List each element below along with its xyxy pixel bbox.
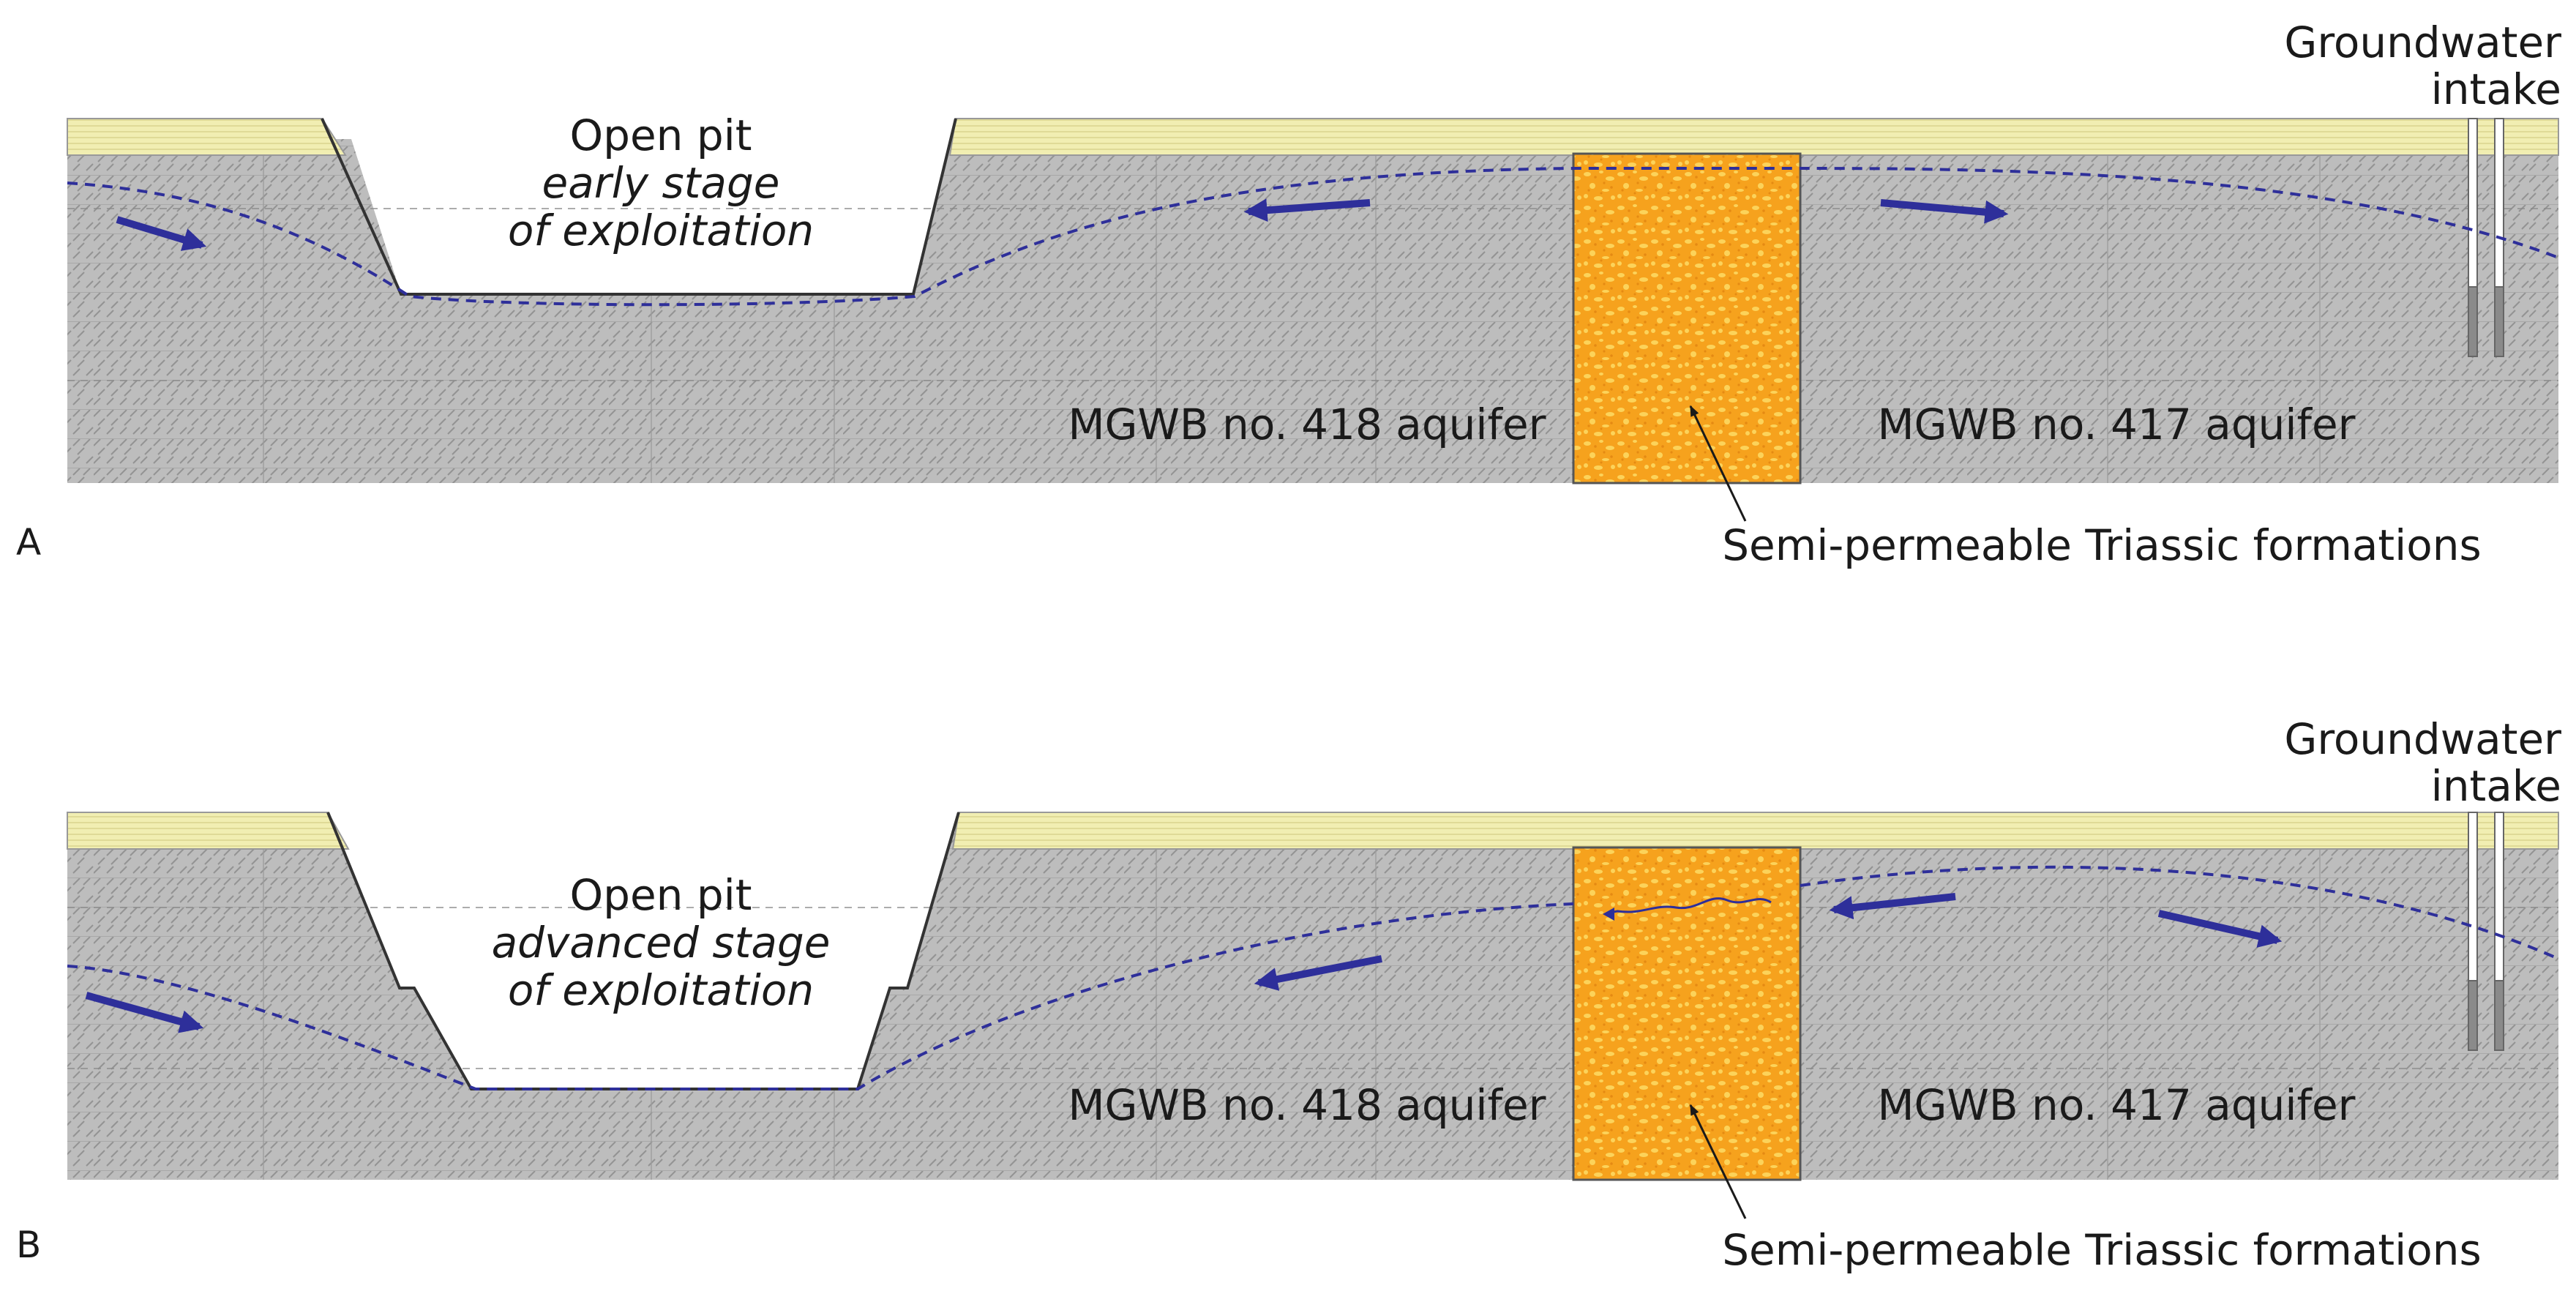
topsoil-layer — [948, 118, 2559, 156]
arrow-icon — [85, 992, 204, 1033]
arrow-icon — [1603, 908, 1614, 921]
rock-formation — [67, 833, 2558, 1180]
pit-stage-line2: of exploitation — [508, 965, 814, 1015]
triassic-formation — [1572, 152, 1802, 484]
arrow-icon — [1880, 199, 2009, 224]
intake-label-line2: intake — [2431, 64, 2561, 114]
aquifer-label-417: MGWB no. 417 aquifer — [1878, 1080, 2356, 1130]
topsoil-layer — [67, 118, 347, 156]
aquifer-label-418: MGWB no. 418 aquifer — [1068, 1080, 1546, 1130]
topsoil-layer — [67, 812, 350, 850]
well-icon — [2468, 118, 2504, 357]
arrow-icon — [2157, 910, 2283, 948]
triassic-formation — [1572, 846, 1802, 1181]
pit-stage-line2: of exploitation — [508, 206, 814, 255]
barrier-label: Semi-permeable Triassic formations — [1722, 520, 2482, 570]
rock-formation — [67, 139, 2558, 483]
panel-a: Open pit early stage of exploitation MGW… — [16, 18, 2561, 570]
intake-label-line1: Groundwater — [2284, 714, 2561, 764]
barrier-pointer — [1689, 1104, 1747, 1219]
pit-title: Open pit — [569, 111, 752, 160]
water-table-line — [67, 167, 2559, 307]
arrow-icon — [1254, 955, 1382, 991]
pit-title: Open pit — [569, 870, 752, 920]
barrier-label: Semi-permeable Triassic formations — [1722, 1225, 2482, 1275]
intake-label-line2: intake — [2431, 761, 2561, 811]
panel-b: Open pit advanced stage of exploitation … — [16, 714, 2561, 1275]
pit-stage-line1: advanced stage — [492, 918, 831, 968]
water-table-line — [67, 865, 2559, 1090]
open-pit-outline — [321, 118, 957, 296]
panel-label: A — [16, 521, 41, 564]
pit-stage-line1: early stage — [542, 158, 780, 208]
arrow-icon — [116, 216, 207, 251]
topsoil-layer — [951, 812, 2559, 850]
arrow-icon — [1829, 893, 1956, 920]
panel-label: B — [16, 1224, 41, 1266]
aquifer-label-418: MGWB no. 418 aquifer — [1068, 400, 1546, 449]
well-icon — [2468, 812, 2504, 1051]
arrow-icon — [1243, 198, 1371, 222]
barrier-pointer — [1689, 405, 1747, 522]
seepage-line — [1606, 897, 1772, 915]
aquifer-label-417: MGWB no. 417 aquifer — [1878, 400, 2356, 449]
intake-label-line1: Groundwater — [2284, 18, 2561, 67]
